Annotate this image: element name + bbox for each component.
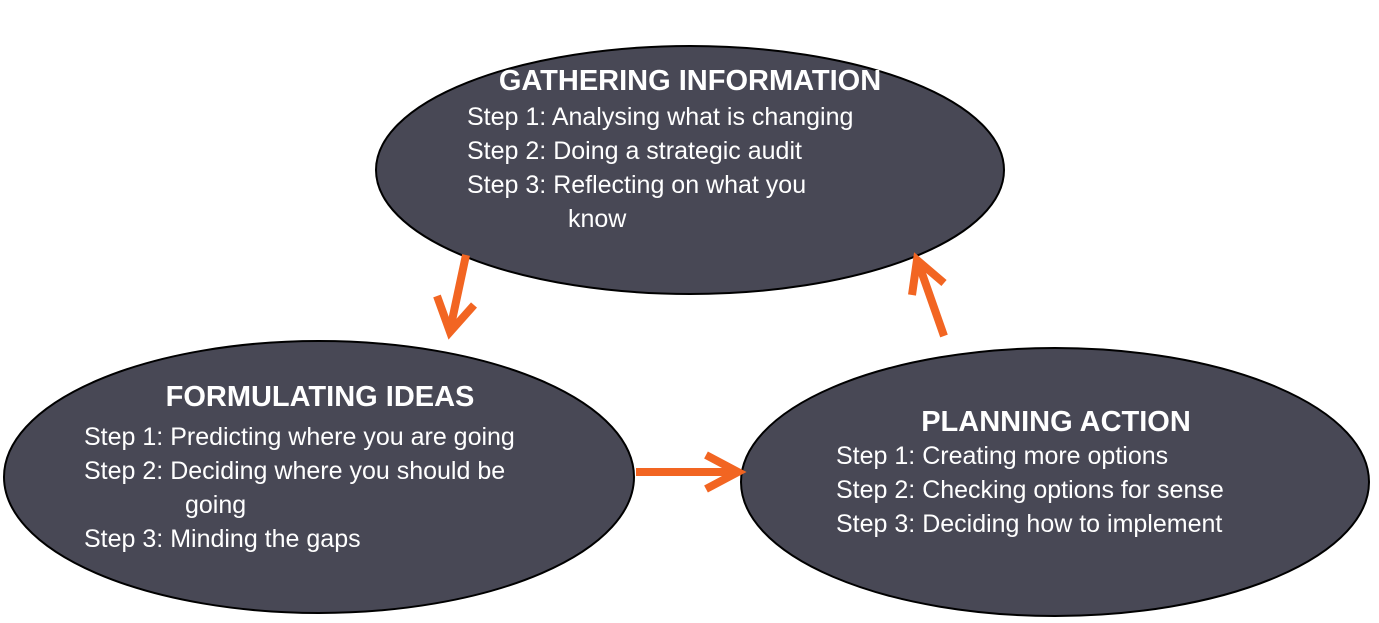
step-2: Step 2: Checking options for sense <box>836 473 1296 507</box>
ellipse-gathering-information <box>375 45 1005 295</box>
arrow-planning-to-gathering <box>908 252 948 338</box>
ellipse-planning-action <box>740 347 1370 617</box>
step-text: Creating more options <box>922 442 1169 470</box>
step-label: Step 1: <box>467 103 547 131</box>
step-1: Step 1: Creating more options <box>836 439 1296 473</box>
step-label: Step 2: <box>84 457 164 485</box>
ellipse-formulating-ideas <box>3 340 635 614</box>
step-label: Step 2: <box>467 137 547 165</box>
step-label: Step 1: <box>84 423 164 451</box>
step-3: Step 3: Deciding how to implement <box>836 507 1296 541</box>
node-planning-action: PLANNING ACTION Step 1: Creating more op… <box>836 405 1296 541</box>
node-title: PLANNING ACTION <box>921 406 1191 438</box>
step-3: Step 3: Minding the gaps <box>84 522 584 556</box>
step-2: Step 2: Doing a strategic audit <box>467 134 917 168</box>
step-1: Step 1: Predicting where you are going <box>84 420 584 454</box>
step-text-continued: know <box>568 205 627 233</box>
step-text: Deciding where you should be <box>170 457 506 485</box>
step-label: Step 3: <box>467 171 547 199</box>
step-text: Doing a strategic audit <box>553 137 802 165</box>
arrow-formulating-to-planning <box>636 451 747 493</box>
step-label: Step 3: <box>84 525 164 553</box>
step-text-continued: going <box>185 491 247 519</box>
step-text: Checking options for sense <box>922 476 1224 504</box>
step-text: Deciding how to implement <box>922 510 1223 538</box>
step-2: Step 2: Deciding where you should be goi… <box>84 454 584 522</box>
arrow-gathering-to-formulating <box>433 254 477 340</box>
step-3: Step 3: Reflecting on what you know <box>467 168 917 236</box>
step-label: Step 1: <box>836 442 916 470</box>
step-text: Predicting where you are going <box>170 423 515 451</box>
step-label: Step 3: <box>836 510 916 538</box>
node-title: FORMULATING IDEAS <box>165 381 475 413</box>
step-1: Step 1: Analysing what is changing <box>467 100 917 134</box>
node-gathering-information: GATHERING INFORMATION Step 1: Analysing … <box>467 64 917 236</box>
node-formulating-ideas: FORMULATING IDEAS Step 1: Predicting whe… <box>84 380 584 556</box>
step-text: Analysing what is changing <box>551 103 854 131</box>
step-label: Step 2: <box>836 476 916 504</box>
node-title: GATHERING INFORMATION <box>498 65 882 97</box>
step-text: Minding the gaps <box>170 525 361 553</box>
step-text: Reflecting on what you <box>553 171 807 199</box>
